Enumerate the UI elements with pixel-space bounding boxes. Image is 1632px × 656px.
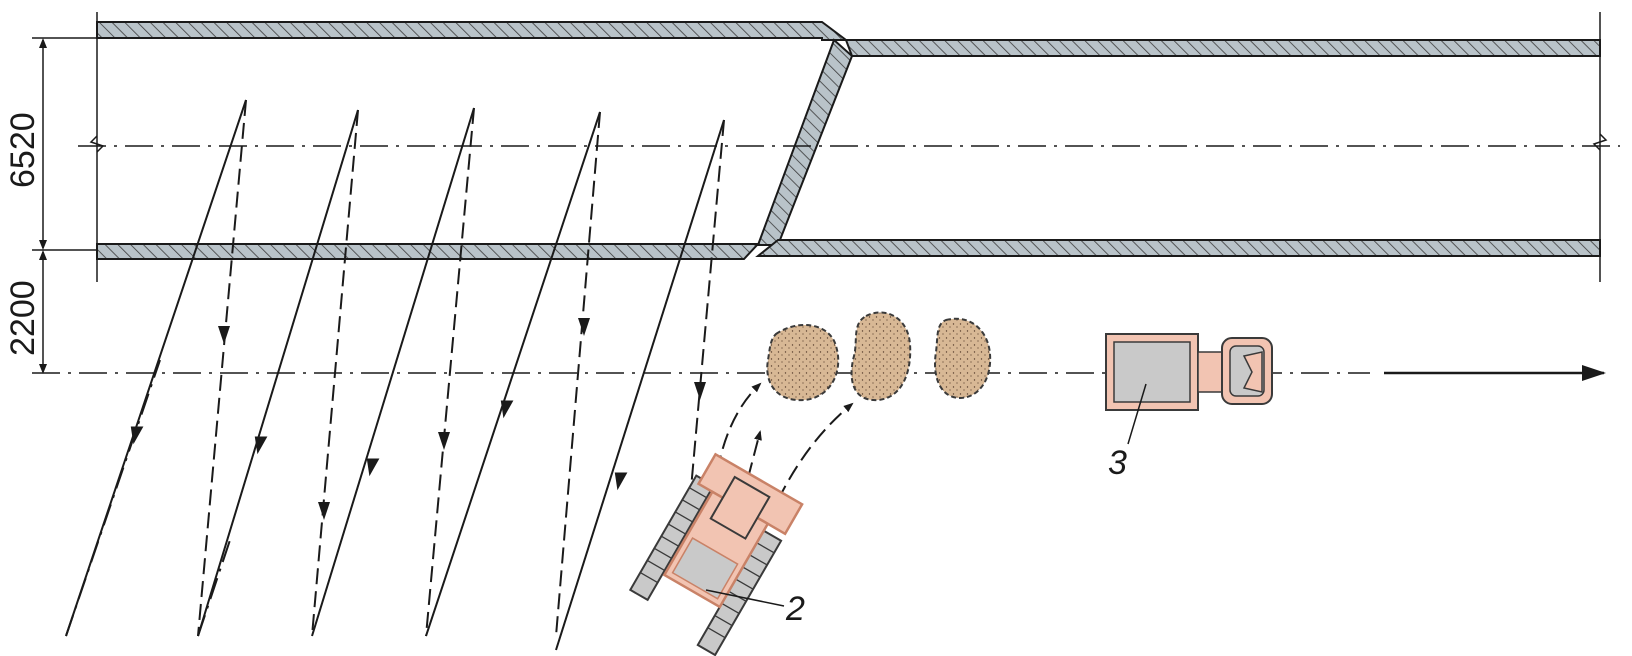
truck-windshield <box>1242 351 1263 393</box>
work-passes <box>65 99 725 651</box>
forward-passes <box>65 99 725 651</box>
return-pass-4 <box>555 111 601 637</box>
return-pass-1 <box>197 99 247 637</box>
callout-label-truck: 3 <box>1108 444 1127 482</box>
truck-bed-inner <box>1113 341 1191 403</box>
upper-wall-right <box>844 39 1601 57</box>
step-wall <box>756 38 854 246</box>
boundary-lines <box>89 12 1608 282</box>
upper-wall-left <box>96 21 849 41</box>
return-pass-3 <box>425 107 475 637</box>
return-pass-5 <box>689 119 725 501</box>
bulldozer-icon <box>628 452 804 656</box>
trench-walls <box>96 21 1601 260</box>
dimension-label-lane-width: 6520 <box>4 112 42 188</box>
transit-passes <box>65 359 231 637</box>
truck-icon <box>1105 333 1273 411</box>
forward-pass-3 <box>311 107 475 637</box>
truck-hitch <box>1197 351 1225 393</box>
dimension-label-offset: 2200 <box>4 280 42 356</box>
forward-pass-2 <box>197 109 359 637</box>
dimension-lines <box>32 37 97 374</box>
forward-pass-4 <box>425 111 601 637</box>
push-paths <box>713 382 854 501</box>
return-pass-2 <box>311 109 359 637</box>
soil-pile-icon <box>850 311 912 402</box>
lower-wall-right <box>755 239 1601 257</box>
soil-piles <box>766 311 992 402</box>
bulldozer-hood <box>709 475 771 540</box>
callout-label-bulldozer: 2 <box>785 590 805 628</box>
callouts <box>705 383 1147 607</box>
soil-pile-icon <box>766 323 840 402</box>
forward-pass-5 <box>555 119 725 651</box>
soil-pile-icon <box>934 317 992 400</box>
pass-arrowheads <box>130 318 706 520</box>
return-passes <box>197 99 725 637</box>
bulldozer-cab <box>671 537 739 600</box>
